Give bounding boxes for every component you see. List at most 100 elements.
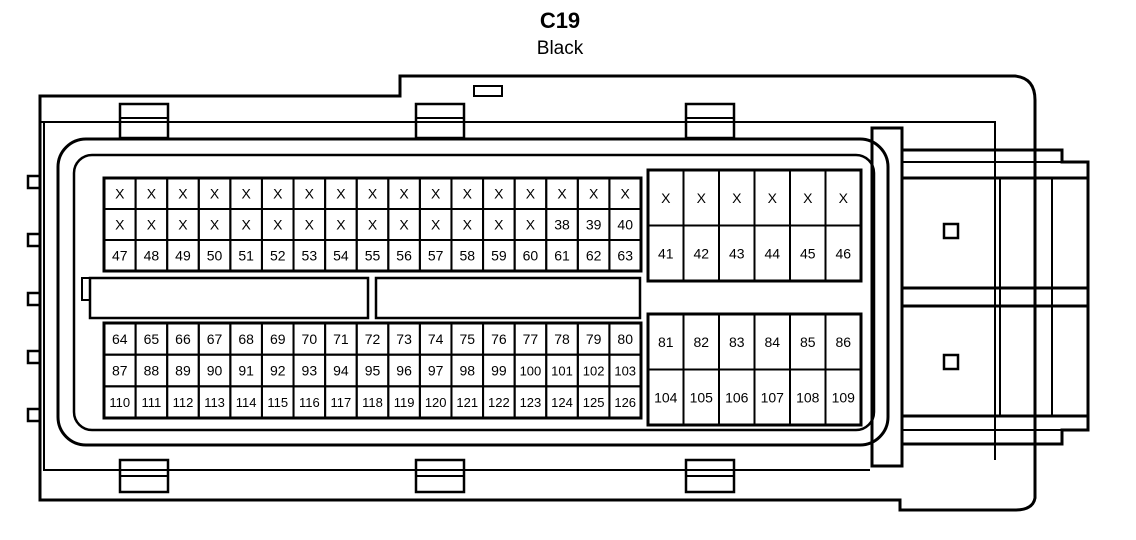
svg-text:64: 64 (112, 331, 128, 347)
svg-text:100: 100 (520, 364, 542, 379)
svg-text:90: 90 (207, 363, 223, 379)
svg-text:63: 63 (617, 248, 633, 264)
svg-text:X: X (115, 217, 125, 233)
svg-text:120: 120 (425, 395, 447, 410)
svg-text:89: 89 (175, 363, 191, 379)
svg-text:85: 85 (800, 334, 816, 350)
svg-text:72: 72 (365, 331, 381, 347)
svg-text:115: 115 (267, 395, 288, 410)
svg-text:70: 70 (302, 331, 318, 347)
svg-text:113: 113 (204, 395, 225, 410)
svg-text:87: 87 (112, 363, 128, 379)
svg-text:116: 116 (299, 395, 320, 410)
svg-text:40: 40 (617, 217, 633, 233)
svg-text:67: 67 (207, 331, 223, 347)
svg-text:91: 91 (238, 363, 254, 379)
svg-text:119: 119 (394, 395, 415, 410)
pin-126: 126 (608, 385, 642, 420)
svg-text:X: X (768, 190, 778, 206)
svg-text:54: 54 (333, 248, 349, 264)
svg-text:X: X (399, 186, 409, 202)
svg-text:X: X (336, 217, 346, 233)
svg-text:76: 76 (491, 331, 507, 347)
svg-text:105: 105 (690, 389, 714, 405)
svg-text:49: 49 (175, 248, 191, 264)
svg-text:X: X (697, 190, 707, 206)
svg-text:56: 56 (396, 248, 412, 264)
svg-text:42: 42 (693, 245, 709, 261)
svg-text:X: X (526, 217, 536, 233)
svg-text:47: 47 (112, 248, 128, 264)
svg-text:111: 111 (141, 395, 161, 410)
svg-text:X: X (210, 186, 220, 202)
svg-text:60: 60 (523, 248, 539, 264)
svg-text:41: 41 (658, 245, 674, 261)
svg-text:45: 45 (800, 245, 816, 261)
svg-text:106: 106 (725, 389, 749, 405)
svg-text:X: X (305, 186, 315, 202)
svg-text:62: 62 (586, 248, 602, 264)
svg-text:X: X (526, 186, 536, 202)
svg-text:110: 110 (109, 395, 130, 410)
svg-text:117: 117 (331, 395, 352, 410)
svg-text:98: 98 (459, 363, 475, 379)
svg-text:104: 104 (654, 389, 678, 405)
svg-text:44: 44 (764, 245, 780, 261)
svg-text:39: 39 (586, 217, 602, 233)
svg-text:61: 61 (554, 248, 570, 264)
svg-text:50: 50 (207, 248, 223, 264)
svg-text:52: 52 (270, 248, 286, 264)
svg-text:X: X (241, 186, 251, 202)
svg-text:108: 108 (796, 389, 820, 405)
connector-id: C19 (539, 8, 581, 33)
svg-text:95: 95 (365, 363, 381, 379)
svg-text:X: X (115, 186, 125, 202)
svg-text:124: 124 (551, 395, 573, 410)
svg-text:88: 88 (144, 363, 160, 379)
svg-text:65: 65 (144, 331, 160, 347)
svg-text:X: X (463, 186, 473, 202)
svg-text:71: 71 (333, 331, 349, 347)
svg-text:75: 75 (459, 331, 475, 347)
svg-text:101: 101 (551, 364, 573, 379)
svg-text:109: 109 (832, 389, 856, 405)
svg-text:80: 80 (617, 331, 633, 347)
svg-text:122: 122 (488, 395, 510, 410)
pin-63: 63 (608, 239, 642, 272)
svg-text:73: 73 (396, 331, 412, 347)
svg-text:83: 83 (729, 334, 745, 350)
svg-text:112: 112 (173, 395, 194, 410)
svg-text:123: 123 (520, 395, 542, 410)
svg-text:X: X (210, 217, 220, 233)
svg-text:55: 55 (365, 248, 381, 264)
svg-text:X: X (147, 186, 157, 202)
svg-text:X: X (463, 217, 473, 233)
svg-text:X: X (178, 217, 188, 233)
svg-text:81: 81 (658, 334, 674, 350)
svg-text:X: X (557, 186, 567, 202)
svg-text:48: 48 (144, 248, 160, 264)
svg-text:79: 79 (586, 331, 602, 347)
svg-text:66: 66 (175, 331, 191, 347)
svg-text:X: X (494, 217, 504, 233)
svg-text:X: X (273, 186, 283, 202)
svg-text:X: X (147, 217, 157, 233)
svg-text:X: X (273, 217, 283, 233)
svg-text:93: 93 (302, 363, 318, 379)
svg-text:59: 59 (491, 248, 507, 264)
svg-text:43: 43 (729, 245, 745, 261)
svg-text:X: X (621, 186, 631, 202)
connector-color: Black (536, 38, 584, 59)
svg-text:X: X (661, 190, 671, 206)
svg-text:53: 53 (302, 248, 318, 264)
svg-text:96: 96 (396, 363, 412, 379)
svg-text:97: 97 (428, 363, 444, 379)
svg-text:46: 46 (835, 245, 851, 261)
svg-text:51: 51 (238, 248, 254, 264)
svg-text:X: X (431, 217, 441, 233)
